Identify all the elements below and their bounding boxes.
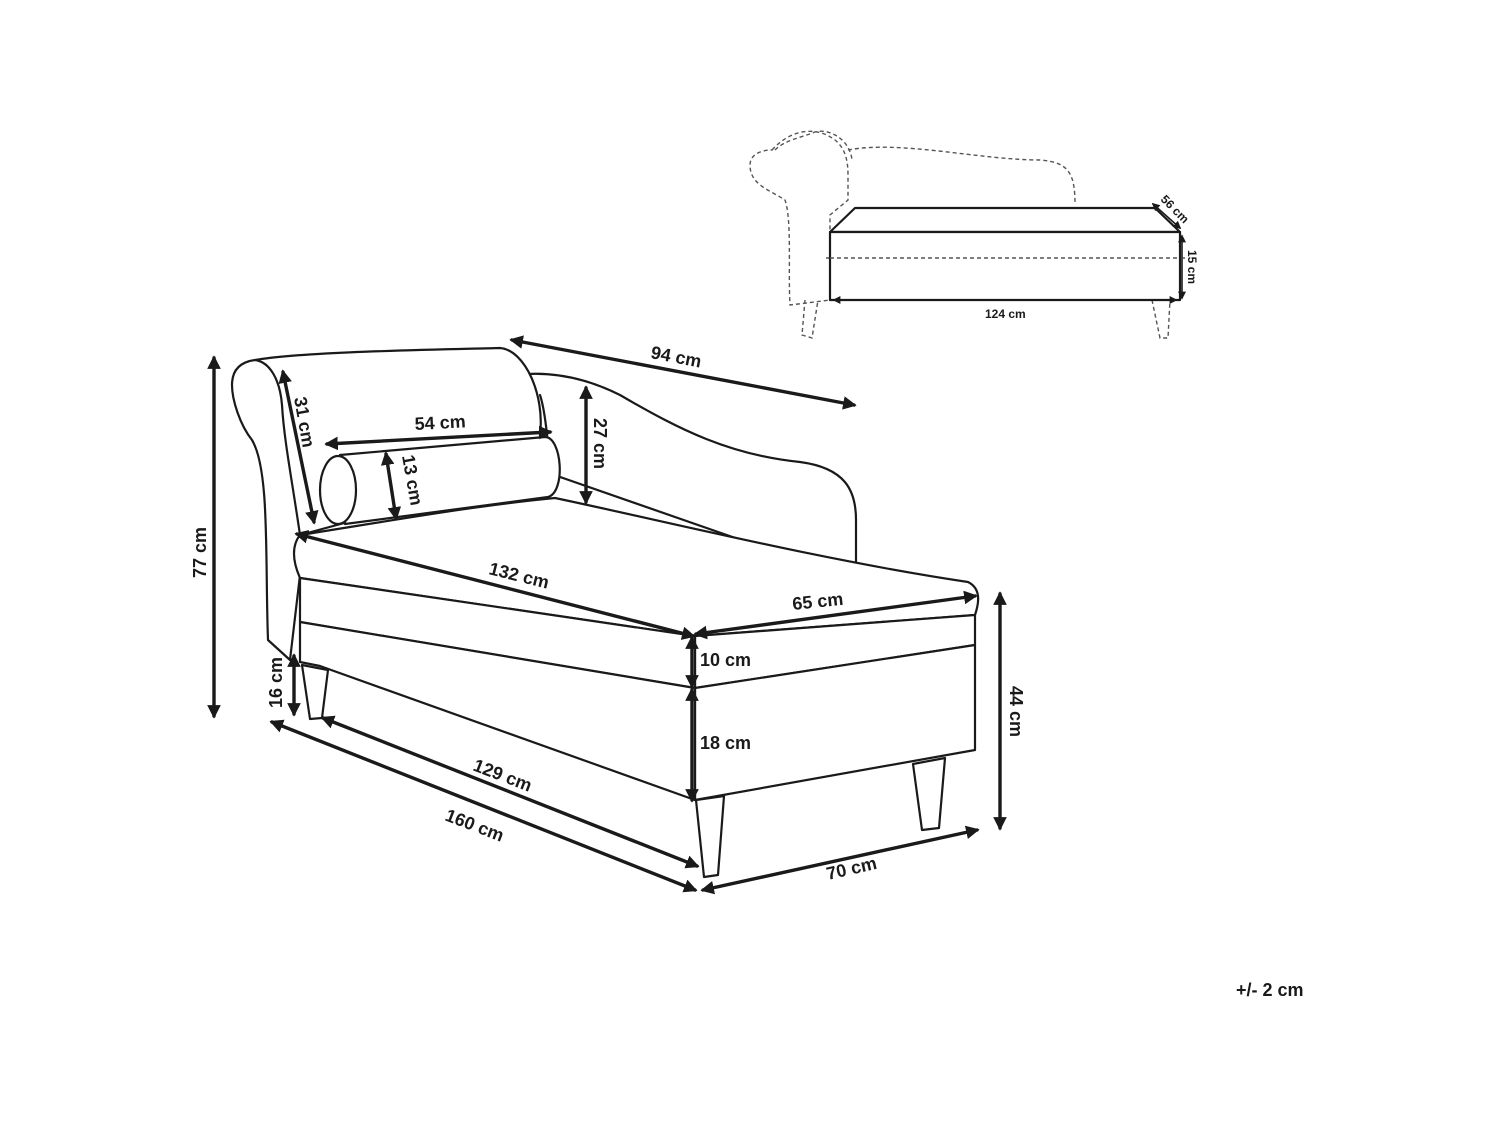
storage-front — [828, 230, 1182, 302]
label-cushion-height: 10 cm — [700, 650, 751, 670]
label-storage-height: 15 cm — [1185, 250, 1199, 284]
arrow-seat-depth — [294, 530, 696, 640]
arrow-pillow-diameter — [380, 451, 402, 521]
label-seat-height: 44 cm — [1006, 686, 1026, 737]
arrow-storage-depth — [1151, 202, 1182, 230]
storage-top — [828, 206, 1182, 234]
label-pillow-length: 54 cm — [414, 411, 466, 434]
ghost-arm — [774, 130, 853, 161]
arrow-armrest-height — [278, 369, 319, 525]
label-backrest-height: 27 cm — [590, 418, 610, 469]
label-total-height: 77 cm — [190, 527, 210, 578]
leg-front-left — [694, 794, 726, 879]
arrow-pillow-length — [324, 425, 553, 451]
leg-front-right — [911, 756, 947, 832]
ghost-leg-right — [1151, 299, 1171, 339]
tolerance-note: +/- 2 cm — [1236, 980, 1304, 1000]
label-storage-length: 124 cm — [985, 307, 1026, 321]
label-base-width: 70 cm — [824, 853, 878, 884]
label-leg-height: 16 cm — [266, 657, 286, 708]
ghost-leg-left — [801, 299, 819, 339]
arrow-base-width — [700, 825, 980, 895]
ghost-back — [847, 146, 1076, 206]
leg-back-left — [300, 663, 330, 721]
arrow-seat-width — [693, 590, 978, 640]
storage-inset-view: 56 cm 15 cm 124 cm — [749, 130, 1199, 339]
arrow-width — [509, 335, 857, 410]
dimension-lines — [207, 335, 1007, 895]
label-base-height: 18 cm — [700, 733, 751, 753]
arrow-total-length — [269, 719, 698, 893]
